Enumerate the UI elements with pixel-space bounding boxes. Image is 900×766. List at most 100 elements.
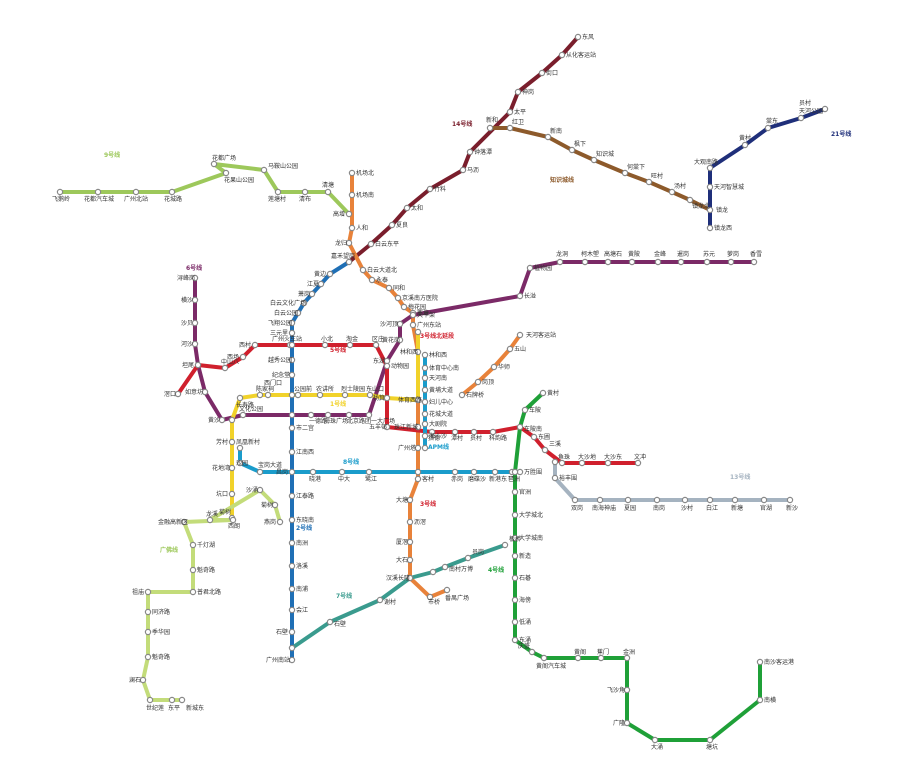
station-dot[interactable] xyxy=(426,185,434,193)
station-dot[interactable] xyxy=(400,303,408,311)
station-dot[interactable] xyxy=(741,141,749,149)
station-dot[interactable] xyxy=(760,496,768,504)
station-dot[interactable] xyxy=(458,391,466,399)
station-dot[interactable] xyxy=(222,169,230,177)
station-dot[interactable] xyxy=(786,496,794,504)
station-dot[interactable] xyxy=(474,378,482,386)
station-dot[interactable] xyxy=(180,518,188,526)
station-dot[interactable] xyxy=(511,511,519,519)
station-dot[interactable] xyxy=(288,391,296,399)
station-dot[interactable] xyxy=(551,458,559,466)
station-dot[interactable] xyxy=(597,654,605,662)
station-dot[interactable] xyxy=(797,114,805,122)
station-dot[interactable] xyxy=(376,596,384,604)
station-dot[interactable] xyxy=(653,496,661,504)
station-dot[interactable] xyxy=(544,133,552,141)
station-dot[interactable] xyxy=(421,420,429,428)
station-dot[interactable] xyxy=(428,428,436,436)
station-dot[interactable] xyxy=(324,411,332,419)
station-dot[interactable] xyxy=(421,351,429,359)
station-dot[interactable] xyxy=(406,556,414,564)
station-dot[interactable] xyxy=(511,636,519,644)
station-dot[interactable] xyxy=(94,188,102,196)
station-dot[interactable] xyxy=(326,270,334,278)
station-dot[interactable] xyxy=(288,341,296,349)
station-dot[interactable] xyxy=(144,588,152,596)
station-dot[interactable] xyxy=(756,658,764,666)
station-dot[interactable] xyxy=(429,568,437,576)
station-dot[interactable] xyxy=(539,389,547,397)
station-dot[interactable] xyxy=(578,459,586,467)
station-dot[interactable] xyxy=(276,518,284,526)
station-dot[interactable] xyxy=(511,488,519,496)
station-dot[interactable] xyxy=(288,516,296,524)
station-dot[interactable] xyxy=(236,444,244,452)
station-dot[interactable] xyxy=(634,459,642,467)
station-dot[interactable] xyxy=(308,290,316,298)
station-dot[interactable] xyxy=(139,676,147,684)
station-dot[interactable] xyxy=(383,394,391,402)
station-dot[interactable] xyxy=(132,188,140,196)
station-dot[interactable] xyxy=(486,124,494,132)
station-dot[interactable] xyxy=(288,448,296,456)
station-dot[interactable] xyxy=(191,340,199,348)
station-dot[interactable] xyxy=(491,468,499,476)
station-dot[interactable] xyxy=(288,492,296,500)
station-dot[interactable] xyxy=(406,538,414,546)
station-dot[interactable] xyxy=(414,348,422,356)
station-dot[interactable] xyxy=(651,736,659,744)
station-dot[interactable] xyxy=(421,364,429,372)
station-dot[interactable] xyxy=(365,468,373,476)
station-dot[interactable] xyxy=(706,206,714,214)
station-dot[interactable] xyxy=(526,264,534,272)
station-dot[interactable] xyxy=(321,341,329,349)
station-dot[interactable] xyxy=(228,438,236,446)
station-dot[interactable] xyxy=(528,648,536,656)
station-dot[interactable] xyxy=(514,88,522,96)
station-dot[interactable] xyxy=(288,371,296,379)
station-dot[interactable] xyxy=(221,364,229,372)
station-dot[interactable] xyxy=(385,284,393,292)
station-dot[interactable] xyxy=(260,166,268,174)
station-dot[interactable] xyxy=(604,459,612,467)
station-dot[interactable] xyxy=(421,444,429,452)
station-dot[interactable] xyxy=(189,566,197,574)
station-dot[interactable] xyxy=(406,518,414,526)
station-dot[interactable] xyxy=(574,33,582,41)
station-dot[interactable] xyxy=(623,686,631,694)
station-dot[interactable] xyxy=(568,146,576,154)
station-dot[interactable] xyxy=(326,618,334,626)
station-dot[interactable] xyxy=(703,258,711,266)
station-dot[interactable] xyxy=(551,474,559,482)
station-dot[interactable] xyxy=(409,321,417,329)
station-dot[interactable] xyxy=(228,416,236,424)
station-dot[interactable] xyxy=(466,148,474,156)
station-dot[interactable] xyxy=(294,391,302,399)
station-dot[interactable] xyxy=(288,539,296,547)
station-dot[interactable] xyxy=(581,258,589,266)
station-dot[interactable] xyxy=(623,654,631,662)
station-dot[interactable] xyxy=(56,188,64,196)
station-dot[interactable] xyxy=(191,319,199,327)
station-dot[interactable] xyxy=(414,396,422,404)
station-dot[interactable] xyxy=(206,516,214,524)
station-dot[interactable] xyxy=(236,394,244,402)
station-dot[interactable] xyxy=(388,221,396,229)
station-dot[interactable] xyxy=(288,329,296,337)
station-dot[interactable] xyxy=(256,468,264,476)
station-dot[interactable] xyxy=(383,423,391,431)
station-dot[interactable] xyxy=(406,574,414,582)
station-dot[interactable] xyxy=(706,183,714,191)
station-dot[interactable] xyxy=(236,459,244,467)
station-dot[interactable] xyxy=(409,311,417,319)
station-dot[interactable] xyxy=(681,496,689,504)
station-dot[interactable] xyxy=(288,562,296,570)
station-dot[interactable] xyxy=(271,501,279,509)
station-dot[interactable] xyxy=(604,258,612,266)
station-dot[interactable] xyxy=(414,328,422,336)
station-dot[interactable] xyxy=(764,124,772,132)
station-dot[interactable] xyxy=(144,608,152,616)
station-dot[interactable] xyxy=(256,486,264,494)
station-dot[interactable] xyxy=(464,554,472,562)
station-dot[interactable] xyxy=(288,656,296,664)
